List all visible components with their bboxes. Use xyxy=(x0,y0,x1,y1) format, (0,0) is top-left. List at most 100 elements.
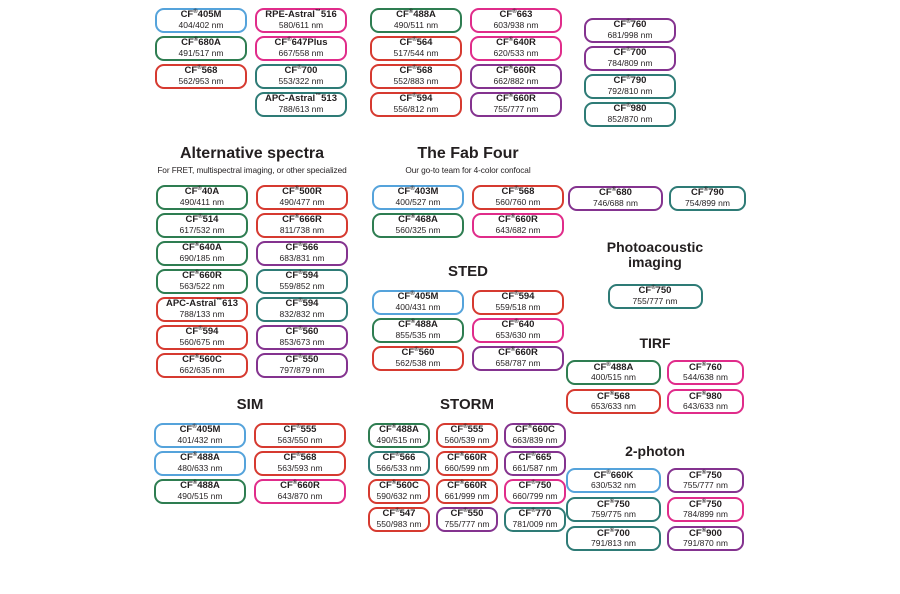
dye-name: CF®663 xyxy=(499,9,533,21)
dye-excitation-emission: 661/999 nm xyxy=(444,490,490,501)
dye-name: CF®514 xyxy=(185,213,219,226)
dye-excitation-emission: 480/633 nm xyxy=(177,462,223,473)
dye-name: CF®568 xyxy=(399,65,433,77)
dye-name: CF®660R xyxy=(447,479,487,491)
dye-excitation-emission: 400/515 nm xyxy=(591,372,636,383)
dye-excitation-emission: 491/517 nm xyxy=(178,48,224,59)
dye-name: CF®405M xyxy=(179,423,221,435)
dye-excitation-emission: 755/777 nm xyxy=(444,518,490,529)
dye-excitation-emission: 811/738 nm xyxy=(279,224,325,235)
dye-excitation-emission: 791/870 nm xyxy=(683,538,728,549)
dye-excitation-emission: 552/883 nm xyxy=(393,76,439,87)
dye-excitation-emission: 643/633 nm xyxy=(683,401,728,412)
dye-name: CF®564 xyxy=(399,37,433,49)
dye-name: CF®566 xyxy=(382,451,416,463)
dye-name: CF®488A xyxy=(180,451,220,463)
section-subtitle: Our go-to team for 4-color confocal xyxy=(405,164,531,175)
dye-name: CF®647Plus xyxy=(274,37,328,49)
dye-excitation-emission: 630/532 nm xyxy=(591,480,636,491)
dye-excitation-emission: 661/587 nm xyxy=(512,462,558,473)
dye-excitation-emission: 660/599 nm xyxy=(444,462,490,473)
dye-name: CF®568 xyxy=(501,185,535,198)
dye-name: CF®700 xyxy=(284,65,318,77)
dye-excitation-emission: 590/632 nm xyxy=(376,490,422,501)
dye-name: CF®770 xyxy=(518,507,552,519)
dye-excitation-emission: 658/787 nm xyxy=(495,357,541,368)
dye-excitation-emission: 620/533 nm xyxy=(493,48,539,59)
dye-excitation-emission: 788/133 nm xyxy=(179,308,225,319)
dye-name: CF®660C xyxy=(515,423,555,435)
dye-excitation-emission: 653/633 nm xyxy=(591,401,636,412)
dye-excitation-emission: 563/550 nm xyxy=(277,434,323,445)
section-title: STORM xyxy=(440,396,494,413)
dye-excitation-emission: 563/522 nm xyxy=(179,280,225,291)
dye-name: CF®550 xyxy=(285,353,319,366)
section-title: Alternative spectra xyxy=(179,145,325,162)
dye-name: CF®40A xyxy=(184,185,220,198)
dye-name: RPE-Astral™516 xyxy=(265,9,337,21)
dye-name: CF®640A xyxy=(182,241,222,254)
dye-name: CF®760 xyxy=(613,19,647,31)
dye-excitation-emission: 490/515 nm xyxy=(177,490,223,501)
dye-name: CF®750 xyxy=(689,498,722,510)
dye-name: CF®680 xyxy=(599,187,632,199)
dye-name: CF®594 xyxy=(399,93,433,105)
dye-name: CF®555 xyxy=(450,423,484,435)
dye-excitation-emission: 791/813 nm xyxy=(591,538,636,549)
dye-excitation-emission: 754/899 nm xyxy=(685,198,730,209)
section-title: STED xyxy=(447,263,488,280)
dye-excitation-emission: 781/009 nm xyxy=(512,518,558,529)
dye-name: CF®488A xyxy=(398,318,438,330)
dye-excitation-emission: 560/760 nm xyxy=(495,196,541,207)
dye-name: CF®790 xyxy=(691,187,724,199)
dye-excitation-emission: 490/411 nm xyxy=(179,196,225,207)
dye-name: CF®660R xyxy=(447,451,487,463)
dye-excitation-emission: 653/630 nm xyxy=(495,329,541,340)
dye-name: CF®760 xyxy=(689,361,722,373)
dye-name: CF®750 xyxy=(518,479,552,491)
dye-name: CF®568 xyxy=(184,65,218,77)
dye-excitation-emission: 559/518 nm xyxy=(495,301,541,312)
